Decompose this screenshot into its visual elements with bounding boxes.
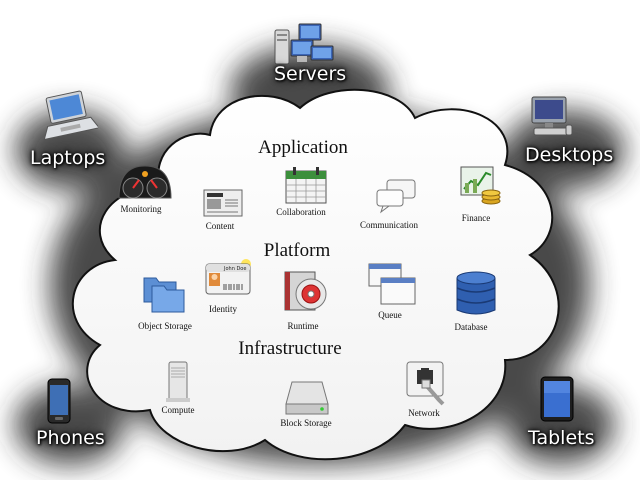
- device-label-tablets: Tablets: [528, 427, 595, 449]
- windows-stack-icon: [368, 263, 416, 305]
- service-label-identity: Identity: [209, 304, 237, 314]
- tablet-icon: [540, 376, 574, 422]
- id-card-name: John Doe: [223, 266, 246, 272]
- phone-icon: [47, 378, 71, 424]
- disc-box-icon: [284, 271, 327, 311]
- service-label-network: Network: [408, 408, 440, 418]
- service-label-block-storage: Block Storage: [280, 418, 332, 428]
- layer-title-infrastructure: Infrastructure: [238, 338, 342, 359]
- speedometer-icon: [118, 165, 172, 199]
- database-icon: [456, 271, 496, 315]
- chart-coins-icon: [460, 166, 501, 205]
- id-card-icon: John Doe: [205, 259, 251, 295]
- server-tower-icon: [166, 361, 190, 402]
- laptop-icon: [43, 90, 98, 141]
- device-label-phones: Phones: [36, 427, 105, 449]
- service-label-runtime: Runtime: [287, 321, 319, 331]
- layer-title-application: Application: [258, 137, 348, 158]
- device-label-servers: Servers: [274, 63, 347, 85]
- chat-bubbles-icon: [376, 179, 416, 214]
- service-label-collaboration: Collaboration: [276, 207, 326, 217]
- service-label-finance: Finance: [461, 213, 491, 223]
- service-label-queue: Queue: [378, 310, 402, 320]
- calendar-icon: [285, 167, 327, 204]
- servers-icon: [274, 23, 334, 65]
- folders-icon: [143, 277, 185, 313]
- service-label-object-storage: Object Storage: [138, 321, 192, 331]
- layer-title-platform: Platform: [263, 240, 331, 261]
- hard-drive-icon: [285, 381, 329, 415]
- service-label-database: Database: [454, 322, 488, 332]
- device-label-desktops: Desktops: [525, 144, 614, 166]
- service-label-compute: Compute: [161, 405, 195, 415]
- newspaper-icon: [203, 189, 243, 217]
- device-label-laptops: Laptops: [30, 147, 106, 169]
- ethernet-jack-icon: [406, 361, 445, 406]
- desktop-icon: [531, 96, 573, 136]
- service-label-monitoring: Monitoring: [120, 204, 162, 214]
- service-label-content: Content: [205, 221, 235, 231]
- service-label-communication: Communication: [360, 220, 418, 230]
